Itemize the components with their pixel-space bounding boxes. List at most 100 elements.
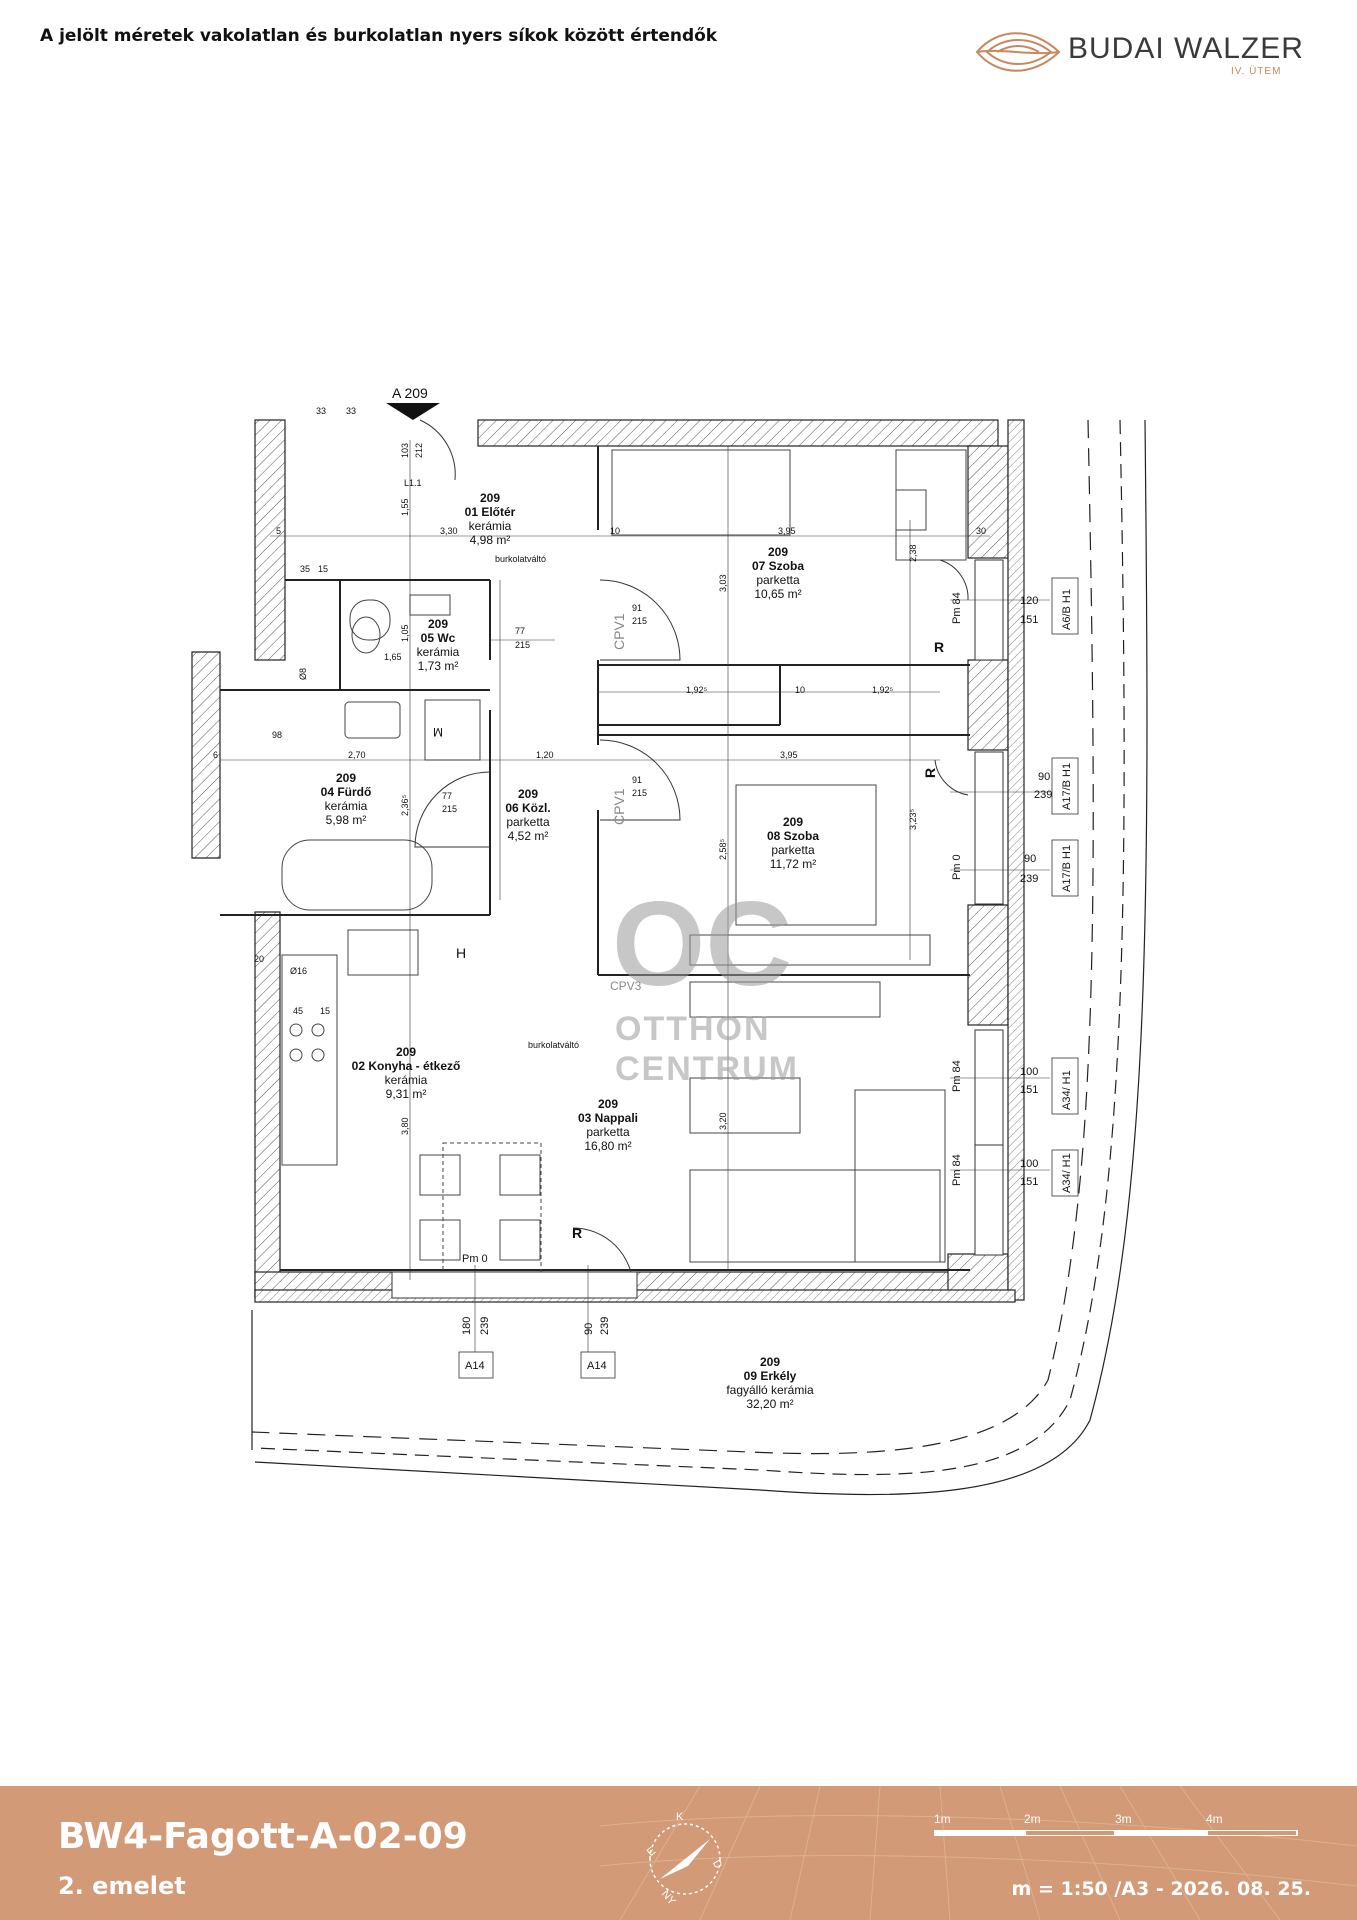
window-width: 90 [1024, 853, 1036, 865]
dimension-note: A jelölt méretek vakolatlan és burkolatl… [40, 26, 718, 46]
pipe-label: Ø8 [298, 668, 308, 680]
window-height: 151 [1020, 614, 1038, 626]
room-number: 209 [428, 617, 448, 631]
sill-label: Pm 84 [951, 1060, 963, 1092]
room-name: 01 Előtér [465, 505, 516, 519]
room-number: 209 [336, 771, 356, 785]
window-width: 100 [1020, 1066, 1038, 1078]
window-height: 151 [1020, 1084, 1038, 1096]
window-tag: A34/ H1 [1061, 1153, 1073, 1193]
washer-label: M [433, 725, 443, 739]
door-width: 77 [442, 791, 452, 801]
dimension-value: 3,20 [718, 1112, 728, 1130]
window-tag-labels: A6/B H1 A17/B H1 A17/B H1 A34/ H1 A34/ H… [465, 589, 1073, 1372]
floor-change-label: burkolatváltó [495, 554, 546, 564]
room-floor: kerámia [417, 645, 460, 659]
fixture-label: L1.1 [404, 478, 422, 488]
room-area: 9,31 m² [386, 1087, 427, 1101]
door-width: 77 [515, 626, 525, 636]
dimension-value: 3,95 [780, 750, 798, 760]
compass-ny: NY [659, 1888, 678, 1908]
window-width: 100 [1020, 1158, 1038, 1170]
scalebar-segment [1026, 1831, 1114, 1835]
section-marker-label: A 209 [392, 385, 428, 401]
dimension-value: 10 [610, 526, 620, 536]
dimension-value: 15 [318, 564, 328, 574]
windows [391, 559, 1004, 1299]
dimension-value: 30 [976, 526, 986, 536]
window-dims: 120 151 90 239 90 239 100 151 100 151 18… [461, 595, 1052, 1335]
window-tag: A34/ H1 [1061, 1070, 1073, 1110]
room-name: 03 Nappali [578, 1111, 638, 1125]
dimension-value: 33 [316, 406, 326, 416]
sill-label: Pm 84 [951, 1154, 963, 1186]
room-03: 209 03 Nappali parketta 16,80 m² [578, 1097, 638, 1153]
room-area: 10,65 m² [754, 587, 801, 601]
dimension-values: 33 33 3,30 3,95 1,92⁵ 10 1,92⁵ 2,70 1,20… [213, 406, 986, 1135]
leaf-logo-icon [975, 32, 1061, 72]
dimension-value: 3,95 [778, 526, 796, 536]
window-width: 180 [461, 1317, 473, 1335]
brand-phase: IV. ÜTEM [1231, 66, 1282, 77]
room-05: 209 05 Wc kerámia 1,73 m² [417, 617, 460, 673]
room-09: 209 09 Erkély fagyálló kerámia 32,20 m² [726, 1355, 814, 1411]
compass-k: K [676, 1811, 684, 1823]
hood-label: H [456, 945, 466, 961]
compass-d: D [710, 1858, 724, 1871]
room-area: 4,52 m² [508, 829, 549, 843]
room-02: 209 02 Konyha - étkező kerámia 9,31 m² [352, 1045, 461, 1101]
window-height: 151 [1020, 1176, 1038, 1188]
room-floor: parketta [756, 573, 800, 587]
pipe-label: Ø16 [290, 966, 307, 976]
cpv-label: CPV3 [610, 979, 642, 993]
room-floor: parketta [506, 815, 550, 829]
sill-label: Pm 0 [951, 854, 963, 880]
dimension-label: 98 [272, 730, 282, 740]
dimension-value: 1,55 [400, 498, 410, 516]
window-tag: A6/B H1 [1061, 589, 1073, 630]
room-number: 209 [480, 491, 500, 505]
radiator-label: R [934, 639, 944, 655]
room-name: 06 Közl. [505, 801, 550, 815]
sill-label: Pm 84 [951, 592, 963, 624]
misc-labels: burkolatváltó burkolatváltó CPV1 CPV1 CP… [254, 478, 944, 1241]
room-floor: parketta [771, 843, 815, 857]
window-height: 239 [1034, 789, 1052, 801]
brand-name: BUDAI WALZER [1068, 32, 1304, 65]
section-marker: A 209 [386, 385, 440, 420]
room-number: 209 [783, 815, 803, 829]
sill-label: Pm 0 [462, 1253, 488, 1265]
scalebar-segment [1208, 1831, 1296, 1835]
room-08: 209 08 Szoba parketta 11,72 m² [767, 815, 819, 871]
room-04: 209 04 Fürdő kerámia 5,98 m² [321, 771, 372, 827]
room-number: 209 [760, 1355, 780, 1369]
dimension-label: 20 [254, 954, 264, 964]
balcony-outline [251, 419, 1148, 1496]
watermark: OC OTTHON CENTRUM [612, 877, 799, 1088]
room-floor: kerámia [325, 799, 368, 813]
scalebar-label: 1m [934, 1812, 951, 1826]
dimension-value: 35 [300, 564, 310, 574]
window-width: 90 [583, 1323, 595, 1335]
dimension-value: 3,03 [718, 574, 728, 592]
watermark-line-1: OTTHON [615, 1010, 771, 1048]
scalebar [934, 1830, 1298, 1836]
room-area: 11,72 m² [770, 857, 816, 871]
room-name: 08 Szoba [767, 829, 819, 843]
scalebar-label: 2m [1024, 1812, 1041, 1826]
watermark-line-2: CENTRUM [615, 1050, 799, 1088]
unit-code: BW4-Fagott-A-02-09 [58, 1816, 468, 1857]
dimension-value: 1,05 [400, 624, 410, 642]
dimension-value: 1,20 [536, 750, 554, 760]
dimension-lines [220, 440, 1050, 1360]
radiator-label: R [572, 1225, 582, 1241]
dimension-value: 2,36⁵ [400, 794, 410, 816]
door-height: 215 [515, 640, 530, 650]
room-name: 04 Fürdő [321, 785, 372, 799]
room-07: 209 07 Szoba parketta 10,65 m² [752, 545, 804, 601]
window-tag: A14 [465, 1360, 485, 1372]
room-number: 209 [396, 1045, 416, 1059]
dimension-value: 5 [276, 526, 281, 536]
sill-labels: Pm 84 Pm 0 Pm 84 Pm 84 Pm 0 [462, 592, 963, 1265]
radiator-label: R [922, 768, 938, 778]
